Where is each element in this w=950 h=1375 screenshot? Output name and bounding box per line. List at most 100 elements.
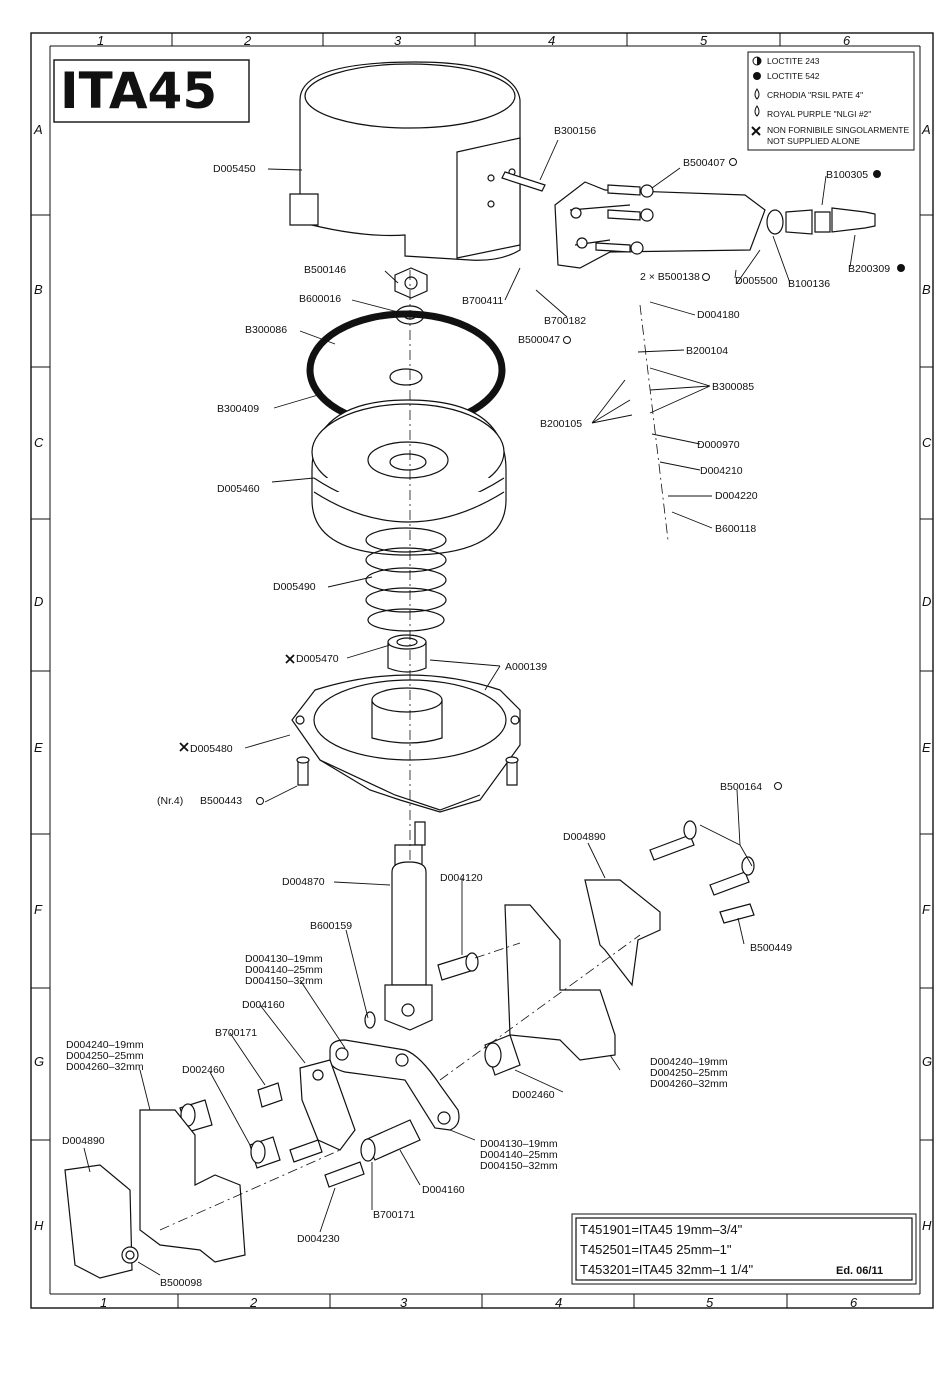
grid-row-d: D [34, 594, 43, 609]
grid-row-b: B [34, 282, 43, 297]
part-label: D004250–25mm [650, 1067, 728, 1079]
drop-icon [754, 88, 760, 100]
part-label: B500098 [160, 1277, 202, 1289]
grid-row-f-right: F [922, 902, 931, 917]
parts-geometry [64, 61, 876, 1279]
half-circle-icon [563, 336, 571, 344]
part-label: D004240–19mm [650, 1056, 728, 1068]
part-label: D004180 [697, 309, 740, 321]
part-label: B500443 [200, 795, 242, 807]
half-circle-icon [256, 797, 264, 805]
spring [365, 527, 447, 632]
part-label: 2 × B500138 [640, 271, 700, 283]
part-label: B700182 [544, 315, 586, 327]
part-label: B700411 [462, 295, 503, 307]
part-label: B700171 [215, 1027, 257, 1039]
title-block-line: T452501=ITA45 25mm–1" [580, 1242, 732, 1257]
grid-row-b-right: B [922, 282, 931, 297]
part-label: D004890 [563, 831, 606, 843]
part-label: D005490 [273, 581, 316, 593]
part-label: D002460 [512, 1089, 555, 1101]
legend-item: NOT SUPPLIED ALONE [767, 136, 860, 146]
drawing-frame [30, 32, 934, 1309]
grid-col-6-bottom: 6 [850, 1295, 858, 1310]
legend-item: CRHODIA "RSIL PATE 4" [767, 90, 863, 100]
part-label: D004140–25mm [245, 964, 323, 976]
part-label: B500407 [683, 157, 725, 169]
center-lines [159, 270, 669, 1231]
part-labels: D005450 B300156 B500407 B100305 B500146 … [62, 125, 890, 1289]
part-label: B300409 [217, 403, 259, 415]
drawing-title: ITA45 [60, 62, 217, 120]
edition-label: Ed. 06/11 [836, 1265, 883, 1277]
part-label: B300085 [712, 381, 754, 393]
grid-row-c: C [34, 435, 44, 450]
grid-row-g-right: G [922, 1054, 932, 1069]
part-label: B300156 [554, 125, 596, 137]
part-label: B200105 [540, 418, 582, 430]
grid-col-4-bottom: 4 [555, 1295, 562, 1310]
legend-box: LOCTITE 243 LOCTITE 542 CRHODIA "RSIL PA… [747, 51, 915, 151]
part-label: D005500 [735, 275, 778, 287]
part-label: B600159 [310, 920, 352, 932]
part-label: (Nr.4) [157, 795, 183, 807]
part-label: B300086 [245, 324, 287, 336]
grid-column-labels-top: 1 2 3 4 5 6 [97, 33, 851, 48]
part-label: D004130–19mm [480, 1138, 558, 1150]
grid-row-f: F [34, 902, 43, 917]
part-label: D004210 [700, 465, 743, 477]
grid-row-a-right: A [921, 122, 931, 137]
part-label: D004890 [62, 1135, 105, 1147]
part-label: B500449 [750, 942, 792, 954]
part-label: D004160 [242, 999, 285, 1011]
annotation-symbols [179, 158, 905, 805]
part-label: B200104 [686, 345, 728, 357]
part-label: D004160 [422, 1184, 465, 1196]
part-label: B100136 [788, 278, 830, 290]
cross-icon [285, 654, 295, 664]
part-label: D002460 [182, 1064, 225, 1076]
part-label: B500146 [304, 264, 346, 276]
legend-item: NON FORNIBILE SINGOLARMENTE [767, 125, 909, 135]
title-block-line: T451901=ITA45 19mm–3/4" [580, 1222, 743, 1237]
piston-disc [311, 399, 507, 556]
half-circle-icon [702, 273, 710, 281]
grid-row-e-right: E [922, 740, 931, 755]
part-label: D005480 [190, 743, 233, 755]
grid-col-1: 1 [97, 33, 104, 48]
full-circle-icon [897, 264, 905, 272]
grid-col-3-bottom: 3 [400, 1295, 408, 1310]
title-block-line: T453201=ITA45 32mm–1 1/4" [580, 1262, 754, 1277]
part-label: D004120 [440, 872, 483, 884]
cross-icon [179, 742, 189, 752]
part-label: D004150–32mm [480, 1160, 558, 1172]
part-label: D004230 [297, 1233, 340, 1245]
part-label: D004250–25mm [66, 1050, 144, 1062]
grid-column-labels-bottom: 1 2 3 4 5 6 [100, 1295, 858, 1310]
grid-row-h: H [34, 1218, 44, 1233]
grid-row-e: E [34, 740, 43, 755]
title-block: T451901=ITA45 19mm–3/4" T452501=ITA45 25… [571, 1213, 917, 1285]
part-label: B100305 [826, 169, 868, 181]
grid-col-4: 4 [548, 33, 555, 48]
part-label: D000970 [697, 439, 740, 451]
drop-a-icon [754, 105, 760, 117]
part-label: D005450 [213, 163, 256, 175]
title-box: ITA45 [53, 59, 250, 123]
part-label: D004870 [282, 876, 325, 888]
part-label: D004140–25mm [480, 1149, 558, 1161]
grid-row-g: G [34, 1054, 44, 1069]
grid-col-2: 2 [243, 33, 252, 48]
cross-icon [751, 126, 761, 136]
legend-item: LOCTITE 542 [767, 71, 820, 81]
half-circle-icon [729, 158, 737, 166]
part-label: B600016 [299, 293, 341, 305]
part-label: D004240–19mm [66, 1039, 144, 1051]
housing-cover [289, 61, 521, 261]
part-label: D005470 [296, 653, 339, 665]
grid-row-d-right: D [922, 594, 931, 609]
grid-col-3: 3 [394, 33, 402, 48]
full-circle-icon [873, 170, 881, 178]
part-label: B700171 [373, 1209, 415, 1221]
